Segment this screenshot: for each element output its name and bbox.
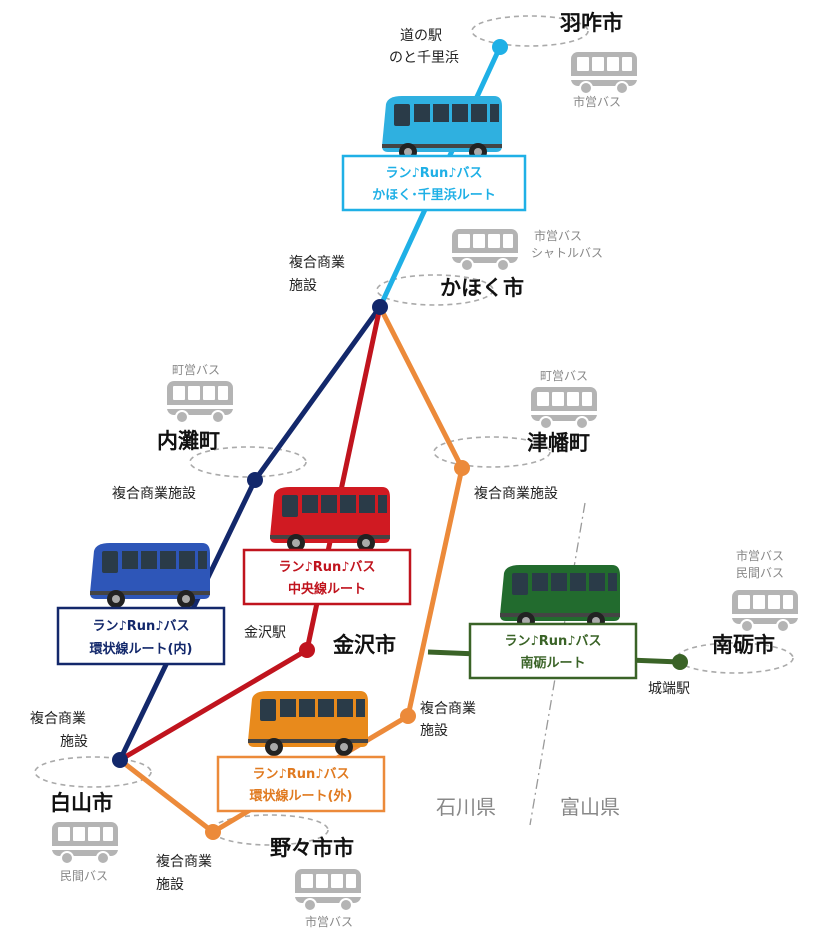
stop-tsubata-shisetsu: [454, 460, 470, 476]
stop-label-nonoichi-shisetsu-2: 施設: [156, 877, 184, 893]
route-box-chuo: ラン♪Run♪バス 中央線ルート: [242, 548, 412, 606]
route-kanjo-soto-line1: ラン♪Run♪バス: [252, 767, 349, 782]
stop-label-michinoeki-2: のと千里浜: [389, 50, 459, 66]
bus-image-tonami-icon: [500, 565, 620, 630]
route-box-kanjo-uchi: ラン♪Run♪バス 環状線ルート(内): [56, 606, 226, 666]
city-nonoichi: 野々市市: [270, 836, 354, 860]
prefecture-toyama: 富山県: [560, 795, 620, 819]
stop-label-johana-eki: 城端駅: [648, 681, 690, 697]
prefecture-ishikawa: 石川県: [436, 795, 496, 819]
route-box-kahoku: ラン♪Run♪バス かほく･千里浜ルート: [341, 154, 527, 212]
stop-label-hakusan-shisetsu-1: 複合商業: [30, 710, 86, 727]
route-tonami-line2: 南砺ルート: [520, 655, 585, 671]
local-bus-label-tonami-2: 民間バス: [736, 566, 784, 580]
bus-icon-hakusan: [51, 821, 119, 865]
route-kahoku-line2: かほく･千里浜ルート: [372, 187, 496, 203]
route-chuo-line1: ラン♪Run♪バス: [278, 560, 375, 575]
stop-label-hakusan-shisetsu-2: 施設: [60, 734, 88, 750]
route-kanjo-uchi-line2: 環状線ルート(内): [90, 641, 193, 657]
stop-hakusan-shisetsu: [112, 752, 128, 768]
route-kanjo-soto-line2: 環状線ルート(外): [250, 788, 353, 804]
local-bus-label-kahoku-1: 市営バス: [534, 228, 582, 243]
bus-icon-uchinada: [166, 380, 234, 424]
stop-nonoichi-shisetsu: [205, 824, 221, 840]
stop-label-kahoku-shisetsu-2: 施設: [289, 278, 317, 294]
city-kanazawa: 金沢市: [332, 633, 396, 657]
bus-image-kanjo-soto-icon: [248, 691, 368, 756]
route-kanjo-uchi-line1: ラン♪Run♪バス: [92, 619, 189, 634]
bus-image-kahoku-icon: [382, 96, 502, 161]
route-chuo-line2: 中央線ルート: [288, 581, 366, 597]
city-uchinada: 内灘町: [157, 429, 220, 453]
stop-johana-eki: [672, 654, 688, 670]
route-box-kanjo-soto: ラン♪Run♪バス 環状線ルート(外): [216, 755, 386, 813]
stop-kanazawa-eki: [299, 642, 315, 658]
local-bus-label-uchinada: 町営バス: [172, 363, 220, 377]
route-tonami-line1: ラン♪Run♪バス: [504, 634, 601, 649]
bus-icon-tsubata: [530, 386, 598, 430]
local-bus-label-kahoku-2: シャトルバス: [531, 246, 603, 260]
bus-image-kanjo-uchi-icon: [90, 543, 210, 608]
bus-image-chuo-icon: [270, 487, 390, 552]
stop-label-tsubata-shisetsu: 複合商業施設: [474, 485, 558, 502]
city-tonami: 南砺市: [712, 633, 775, 657]
city-hakui: 羽咋市: [560, 11, 623, 35]
city-hakusan: 白山市: [50, 791, 113, 815]
local-bus-label-tsubata: 町営バス: [540, 369, 588, 383]
local-bus-label-hakui: 市営バス: [573, 94, 621, 109]
stop-label-kahoku-shisetsu-1: 複合商業: [289, 254, 345, 271]
local-bus-label-hakusan: 民間バス: [60, 869, 108, 883]
city-tsubata: 津幡町: [527, 431, 590, 455]
local-bus-label-tonami-1: 市営バス: [736, 548, 784, 563]
stop-label-michinoeki-1: 道の駅: [400, 28, 442, 44]
stop-kanazawa-shisetsu: [400, 708, 416, 724]
stop-label-uchinada-shisetsu: 複合商業施設: [112, 485, 196, 502]
bus-icon-kahoku: [451, 228, 519, 272]
route-kahoku-line1: ラン♪Run♪バス: [385, 166, 482, 181]
route-box-tonami: ラン♪Run♪バス 南砺ルート: [468, 622, 638, 680]
bus-icon-tonami: [731, 589, 799, 633]
stop-michinoeki: [492, 39, 508, 55]
stop-kahoku-shisetsu: [372, 299, 388, 315]
stop-uchinada-shisetsu: [247, 472, 263, 488]
stop-label-nonoichi-shisetsu-1: 複合商業: [156, 853, 212, 870]
stop-label-kanazawa-shisetsu-1: 複合商業: [420, 700, 476, 717]
stop-label-kanazawa-eki: 金沢駅: [244, 625, 286, 641]
bus-icon-nonoichi: [294, 868, 362, 912]
local-bus-label-nonoichi: 市営バス: [305, 914, 353, 929]
city-kahoku: かほく市: [440, 276, 524, 300]
stop-label-kanazawa-shisetsu-2: 施設: [420, 723, 448, 739]
bus-icon-hakui: [570, 51, 638, 95]
